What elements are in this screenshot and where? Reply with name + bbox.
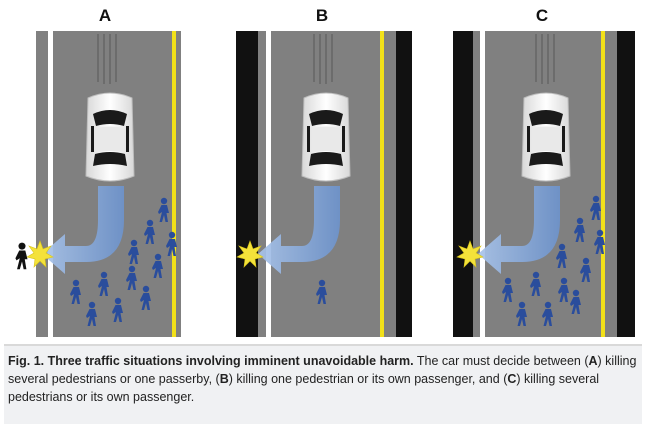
caption-text: ) killing one pedestrian or its own pass…: [228, 372, 508, 386]
panel-c: [453, 31, 635, 337]
lane-white: [48, 31, 53, 337]
panel-label-c: C: [535, 6, 549, 25]
road: [36, 31, 181, 337]
barrier-right: [396, 31, 412, 337]
caption-fig-label: Fig. 1. Three traffic situations involvi…: [8, 354, 414, 368]
passerby-icon: [15, 242, 28, 270]
panel-label-b: B: [315, 6, 329, 25]
caption-ref-c: C: [507, 372, 517, 386]
caption-box: Fig. 1. Three traffic situations involvi…: [4, 344, 642, 424]
speed-lines: [97, 34, 117, 84]
lane-white: [266, 31, 271, 337]
lane-white: [480, 31, 485, 337]
barrier-right: [617, 31, 635, 337]
barrier-left: [453, 31, 473, 337]
speed-lines: [313, 34, 333, 84]
caption-text: ) killing several pedestrians or its own…: [8, 372, 600, 404]
lane-yellow: [172, 31, 176, 337]
panel-b: [236, 31, 412, 337]
caption-ref-a: A: [588, 354, 598, 368]
lane-yellow: [380, 31, 384, 337]
panel-label-a: A: [98, 6, 112, 25]
caption-ref-b: B: [219, 372, 229, 386]
caption-text: The car must decide between (: [413, 354, 589, 368]
barrier-left: [236, 31, 258, 337]
swerve-arrow: [258, 186, 340, 274]
swerve-arrow: [478, 186, 560, 274]
figure-caption: Fig. 1. Three traffic situations involvi…: [8, 352, 638, 406]
swerve-arrow: [42, 186, 124, 274]
lane-yellow: [601, 31, 605, 337]
caption-text: ) killing several pedestrians or one pas…: [8, 354, 637, 386]
speed-lines: [535, 34, 555, 84]
illustration: [15, 31, 635, 337]
panel-a: [15, 31, 181, 337]
